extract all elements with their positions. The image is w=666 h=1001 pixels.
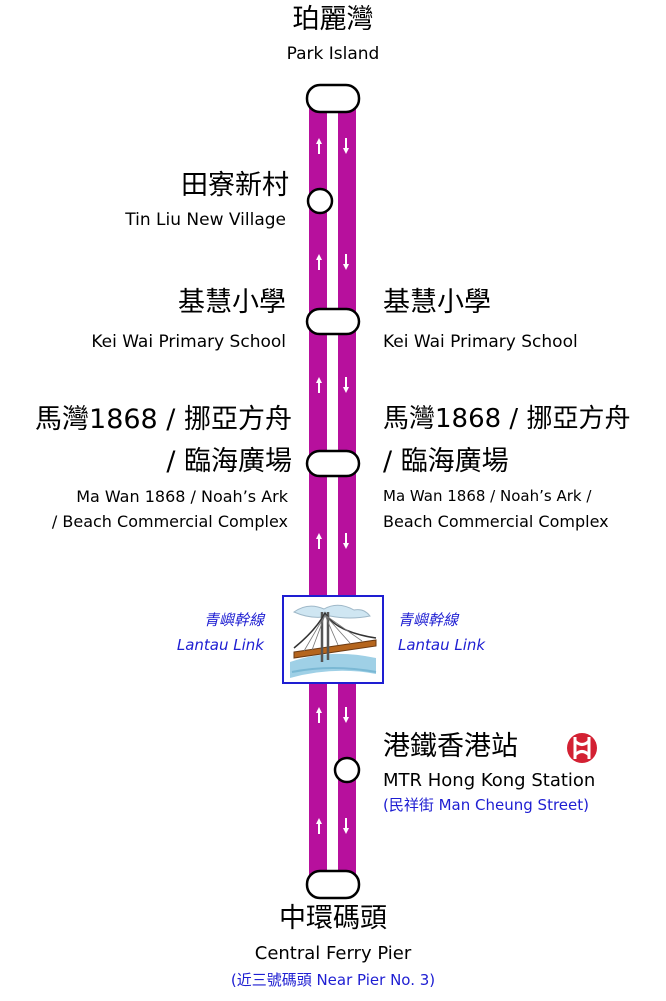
- stop-kei-wai: [305, 307, 361, 336]
- station-ma-wan-left-zh-2: / 臨海廣場: [166, 446, 292, 477]
- lantau-link-left-en: Lantau Link: [176, 636, 264, 654]
- station-park-island-zh: 珀麗灣: [292, 4, 374, 35]
- stop-central-pier: [305, 869, 361, 900]
- station-ma-wan-left-en-2: / Beach Commercial Complex: [51, 512, 288, 531]
- station-central-pier-zh: 中環碼頭: [279, 903, 387, 934]
- station-hong-kong-en: MTR Hong Kong Station: [383, 770, 596, 791]
- station-ma-wan-right-zh-1: 馬灣1868 / 挪亞方舟: [383, 404, 631, 434]
- stop-ma-wan: [305, 449, 361, 478]
- station-ma-wan-right-zh-2: / 臨海廣場: [383, 446, 509, 477]
- station-kei-wai-right-en: Kei Wai Primary School: [383, 332, 578, 352]
- station-tin-liu-zh: 田寮新村: [181, 170, 289, 201]
- station-kei-wai-right-zh: 基慧小學: [383, 287, 491, 318]
- stop-park-island: [305, 83, 361, 114]
- station-hong-kong-note: (民祥街 Man Cheung Street): [383, 796, 589, 814]
- stop-tin-liu: [306, 187, 334, 215]
- stop-hong-kong-station: [333, 756, 361, 784]
- station-ma-wan-right-en-1: Ma Wan 1868 / Noah’s Ark /: [383, 487, 592, 505]
- station-kei-wai-left-zh: 基慧小學: [178, 287, 286, 318]
- station-central-pier-en: Central Ferry Pier: [254, 943, 412, 964]
- station-park-island-en: Park Island: [286, 44, 380, 64]
- station-ma-wan-left-en-1: Ma Wan 1868 / Noah’s Ark: [76, 487, 288, 506]
- lantau-link-right-zh: 青嶼幹線: [398, 611, 459, 629]
- arrow-up-icon: [316, 138, 322, 834]
- station-hong-kong-zh: 港鐵香港站: [383, 731, 518, 762]
- station-kei-wai-left-en: Kei Wai Primary School: [91, 332, 286, 352]
- mtr-logo-icon: [567, 733, 597, 763]
- lantau-link-left-zh: 青嶼幹線: [203, 611, 264, 629]
- station-ma-wan-left-zh-1: 馬灣1868 / 挪亞方舟: [35, 404, 292, 435]
- station-tin-liu-en: Tin Liu New Village: [125, 210, 286, 230]
- arrow-down-icon: [343, 138, 349, 834]
- station-central-pier-note: (近三號碼頭 Near Pier No. 3): [230, 971, 436, 989]
- bridge-icon: [282, 595, 384, 684]
- lantau-link-right-en: Lantau Link: [398, 636, 486, 654]
- station-ma-wan-right-en-2: Beach Commercial Complex: [383, 512, 609, 531]
